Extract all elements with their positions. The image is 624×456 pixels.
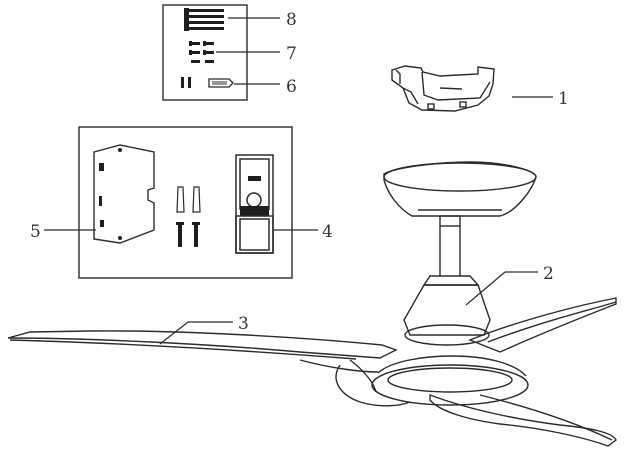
mounting-bracket-icon (391, 65, 495, 112)
anchor-screws-icon (176, 186, 201, 247)
parts-box (78, 126, 293, 279)
receiver-plate-icon (93, 144, 155, 244)
leader-lines (44, 17, 553, 345)
callout-8: 8 (286, 10, 297, 30)
callout-2: 2 (543, 264, 554, 284)
callout-labels: 8 7 6 1 2 3 4 5 (30, 10, 569, 334)
remote-control-icon (235, 154, 274, 254)
long-screws-icon (184, 8, 224, 31)
callout-1: 1 (558, 89, 569, 109)
callout-3: 3 (238, 314, 249, 334)
wire-connectors-icon (181, 77, 234, 88)
small-screws-icon (189, 41, 214, 63)
fan-blades-icon (7, 297, 617, 447)
callout-4: 4 (322, 222, 333, 242)
callout-7: 7 (286, 44, 297, 64)
callout-6: 6 (286, 77, 297, 97)
fan-body-icon (371, 161, 537, 406)
callout-5: 5 (30, 222, 41, 242)
